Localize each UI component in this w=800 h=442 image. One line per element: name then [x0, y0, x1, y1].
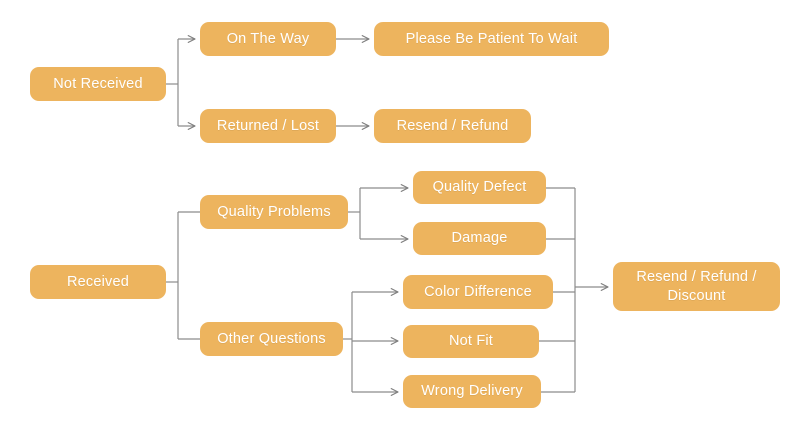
node-not-received[interactable]: Not Received: [30, 67, 166, 101]
node-quality-problems[interactable]: Quality Problems: [200, 195, 348, 229]
node-wrong-delivery[interactable]: Wrong Delivery: [403, 375, 541, 408]
node-other-questions[interactable]: Other Questions: [200, 322, 343, 356]
node-resend-refund-discount[interactable]: Resend / Refund / Discount: [613, 262, 780, 311]
node-please-be-patient-to-wait[interactable]: Please Be Patient To Wait: [374, 22, 609, 56]
node-not-fit[interactable]: Not Fit: [403, 325, 539, 358]
node-received[interactable]: Received: [30, 265, 166, 299]
node-quality-defect[interactable]: Quality Defect: [413, 171, 546, 204]
node-resend-refund[interactable]: Resend / Refund: [374, 109, 531, 143]
node-on-the-way[interactable]: On The Way: [200, 22, 336, 56]
node-color-difference[interactable]: Color Difference: [403, 275, 553, 309]
node-damage[interactable]: Damage: [413, 222, 546, 255]
node-returned-lost[interactable]: Returned / Lost: [200, 109, 336, 143]
